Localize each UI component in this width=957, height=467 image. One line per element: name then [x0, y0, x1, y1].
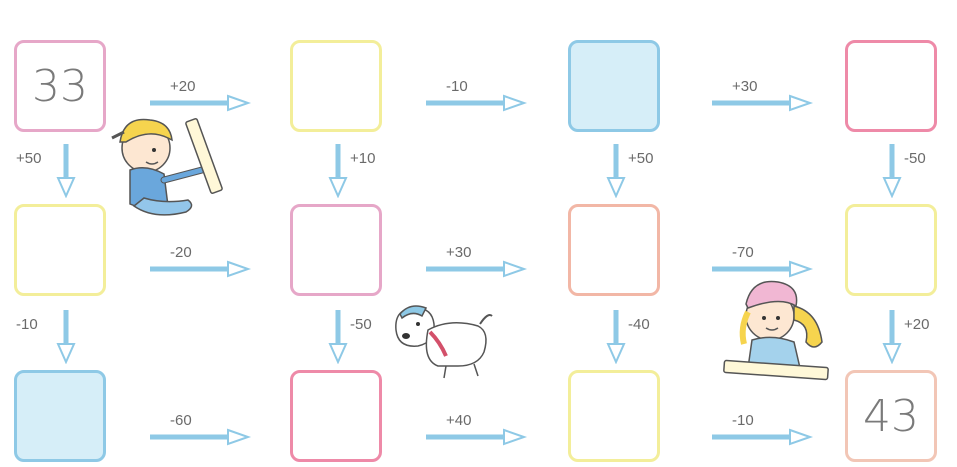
down-arrow-icon: [882, 308, 902, 364]
op-arrow-c1-b: -10: [16, 308, 86, 368]
down-arrow-icon: [56, 308, 76, 364]
op-label: +50: [628, 150, 653, 167]
op-label: -50: [904, 150, 926, 167]
op-arrow-c4-b: +20: [882, 308, 952, 368]
op-arrow-c2-a: +10: [328, 142, 398, 202]
op-label: +20: [170, 78, 195, 95]
op-label: +10: [350, 150, 375, 167]
op-label: -10: [446, 78, 468, 95]
number-box-r2c2[interactable]: [290, 204, 382, 296]
op-arrow-c3-a: +50: [606, 142, 676, 202]
girl-illustration: [718, 272, 848, 392]
number-box-r2c1[interactable]: [14, 204, 106, 296]
right-arrow-icon: [424, 260, 529, 278]
op-label: -70: [732, 244, 754, 261]
op-arrow-r3-b: +40: [424, 414, 534, 454]
op-arrow-c3-b: -40: [606, 308, 676, 368]
op-label: -10: [732, 412, 754, 429]
op-arrow-r2-b: +30: [424, 246, 534, 286]
number-box-r3c3[interactable]: [568, 370, 660, 462]
boy-illustration: [104, 108, 234, 228]
down-arrow-icon: [328, 308, 348, 364]
number-box-r1c2[interactable]: [290, 40, 382, 132]
op-arrow-r1-c: +30: [710, 80, 820, 120]
op-label: +50: [16, 150, 41, 167]
right-arrow-icon: [148, 428, 253, 446]
down-arrow-icon: [606, 308, 626, 364]
number-box-r2c3[interactable]: [568, 204, 660, 296]
op-label: -10: [16, 316, 38, 333]
number-box-r3c1[interactable]: [14, 370, 106, 462]
right-arrow-icon: [710, 94, 815, 112]
number-box-r3c2[interactable]: [290, 370, 382, 462]
op-label: -40: [628, 316, 650, 333]
op-arrow-r2-a: -20: [148, 246, 258, 286]
down-arrow-icon: [328, 142, 348, 198]
number-box-r1c4[interactable]: [845, 40, 937, 132]
right-arrow-icon: [148, 260, 253, 278]
op-label: -50: [350, 316, 372, 333]
number-box-r1c1[interactable]: 33: [14, 40, 106, 132]
dog-illustration: [388, 302, 498, 382]
op-arrow-c4-a: -50: [882, 142, 952, 202]
op-label: +20: [904, 316, 929, 333]
op-label: -20: [170, 244, 192, 261]
down-arrow-icon: [606, 142, 626, 198]
op-label: +30: [732, 78, 757, 95]
number-box-r3c4[interactable]: 43: [845, 370, 937, 462]
down-arrow-icon: [882, 142, 902, 198]
op-arrow-c1-a: +50: [16, 142, 86, 202]
op-label: -60: [170, 412, 192, 429]
op-arrow-r3-c: -10: [710, 414, 820, 454]
right-arrow-icon: [424, 94, 529, 112]
op-label: +40: [446, 412, 471, 429]
right-arrow-icon: [424, 428, 529, 446]
number-box-r2c4[interactable]: [845, 204, 937, 296]
down-arrow-icon: [56, 142, 76, 198]
op-arrow-r3-a: -60: [148, 414, 258, 454]
op-arrow-r1-b: -10: [424, 80, 534, 120]
number-box-r1c3[interactable]: [568, 40, 660, 132]
op-label: +30: [446, 244, 471, 261]
right-arrow-icon: [710, 428, 815, 446]
